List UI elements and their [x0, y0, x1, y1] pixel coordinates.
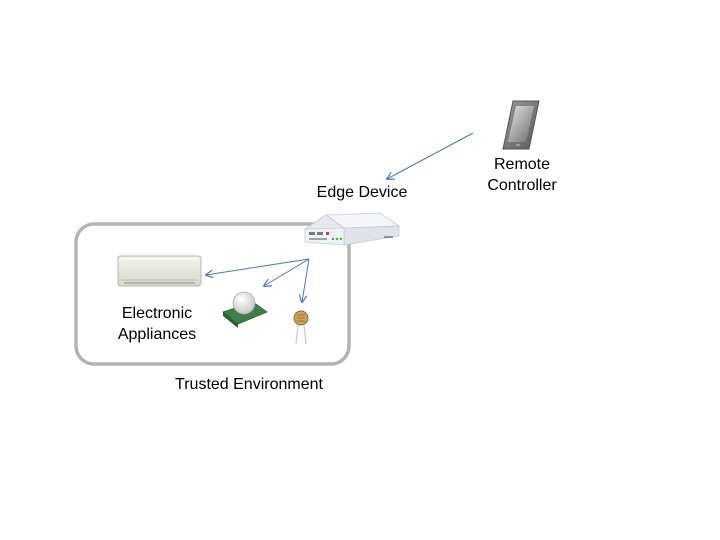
arrow-remote-to-edge: [387, 132, 474, 179]
air-conditioner-icon: [117, 255, 202, 287]
electronic-appliances-label-line1: Electronic: [121, 305, 193, 322]
remote-controller-label-line2: Controller: [487, 177, 557, 194]
arrow-edge-to-motion-sensor: [264, 258, 310, 286]
photoresistor-sensor-icon: [293, 310, 309, 345]
arrow-edge-to-appliance: [206, 258, 310, 275]
remote-controller-label: Remote Controller: [472, 154, 572, 196]
smartphone-icon: [502, 100, 540, 150]
arrow-edge-to-light-sensor: [302, 258, 310, 302]
trusted-environment-boundary: [74, 222, 351, 366]
pir-motion-sensor-icon: [222, 291, 268, 328]
electronic-appliances-label-line2: Appliances: [117, 326, 197, 343]
trusted-environment-label: Trusted Environment: [175, 376, 323, 393]
edge-device-label: Edge Device: [316, 184, 408, 201]
remote-controller-label-line1: Remote: [493, 156, 551, 173]
edge-router-icon: [304, 212, 401, 246]
electronic-appliances-label: Electronic Appliances: [107, 303, 207, 345]
